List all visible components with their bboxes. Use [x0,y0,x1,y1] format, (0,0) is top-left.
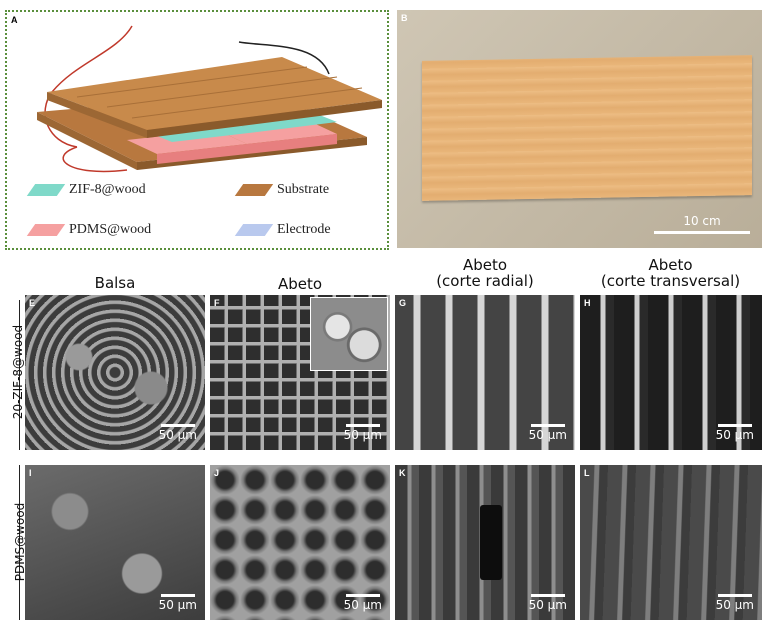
legend-electrode-label: Electrode [277,222,331,237]
sem-panel-h-scale-label: 50 µm [715,428,754,442]
sem-panel-j-scale-label: 50 µm [343,598,382,612]
sem-panel-g-label: G [399,298,407,308]
column-header-abeto-radial: Abeto (corte radial) [436,256,534,290]
substrate-swatch [234,184,274,196]
legend-zif8-label: ZIF-8@wood [69,182,146,197]
panel-b-scale: 10 cm [654,214,750,234]
column-header-abeto: Abeto [277,275,323,293]
sem-panel-j-scale: 50 µm [344,594,382,612]
sem-panel-k-scale-label: 50 µm [528,598,567,612]
legend-electrode: Electrode [234,222,331,238]
sem-panel-h-scale: 50 µm [716,424,754,442]
wood-veneer-sheet [422,55,752,201]
sensor-stack-illustration [37,25,382,173]
panel-b-scale-bar [654,231,750,234]
sem-cavity [480,505,502,580]
sem-panel-i-label: I [29,468,32,478]
sem-panel-i-scale-label: 50 µm [158,598,197,612]
sem-panel-e: E 50 µm [25,295,205,450]
sem-inset-crystals [310,297,388,371]
sem-panel-k-label: K [399,468,406,478]
sem-panel-k: K 50 µm [395,465,575,620]
sem-panel-i: I 50 µm [25,465,205,620]
row-axis-line-1 [19,300,20,450]
sem-panel-e-scale-label: 50 µm [158,428,197,442]
sem-panel-g: G 50 µm [395,295,575,450]
sem-panel-l-scale: 50 µm [716,594,754,612]
legend-pdms-label: PDMS@wood [69,222,152,237]
zif8-swatch [26,184,66,196]
sem-panel-h-label: H [584,298,591,308]
row-axis-line-2 [19,465,20,620]
sem-panel-g-scale-label: 50 µm [528,428,567,442]
sem-panel-j-label: J [214,468,220,478]
panel-b-label: B [401,13,408,23]
sem-panel-e-scale: 50 µm [159,424,197,442]
sem-panel-e-label: E [29,298,36,308]
legend-pdms: PDMS@wood [26,222,152,238]
sem-panel-l-scale-label: 50 µm [715,598,754,612]
sem-panel-h: H 50 µm [580,295,762,450]
row-header-zif8: 20-ZIF-8@wood [11,324,25,420]
legend-substrate-label: Substrate [277,182,330,197]
panel-b-scale-label: 10 cm [683,214,721,228]
electrode-swatch [234,224,274,236]
panel-a-label: A [11,15,18,25]
sem-panel-l-label: L [584,468,590,478]
sem-panel-i-scale: 50 µm [159,594,197,612]
sem-panel-f-label: F [214,298,220,308]
panel-a-schematic: A ZIF-8@wood Substrate PDMS@wood [5,10,389,250]
pdms-swatch [26,224,66,236]
column-header-balsa: Balsa [94,274,136,292]
sem-panel-f-scale: 50 µm [344,424,382,442]
sem-panel-l: L 50 µm [580,465,762,620]
sem-panel-g-scale: 50 µm [529,424,567,442]
sem-panel-j: J 50 µm [210,465,390,620]
panel-b-photo: B 10 cm [397,10,762,248]
column-header-abeto-transversal: Abeto (corte transversal) [600,256,741,290]
sem-panel-f-scale-label: 50 µm [343,428,382,442]
legend-zif8: ZIF-8@wood [26,182,146,198]
sem-panel-k-scale: 50 µm [529,594,567,612]
sem-panel-f: F 50 µm [210,295,390,450]
legend-substrate: Substrate [234,182,330,198]
